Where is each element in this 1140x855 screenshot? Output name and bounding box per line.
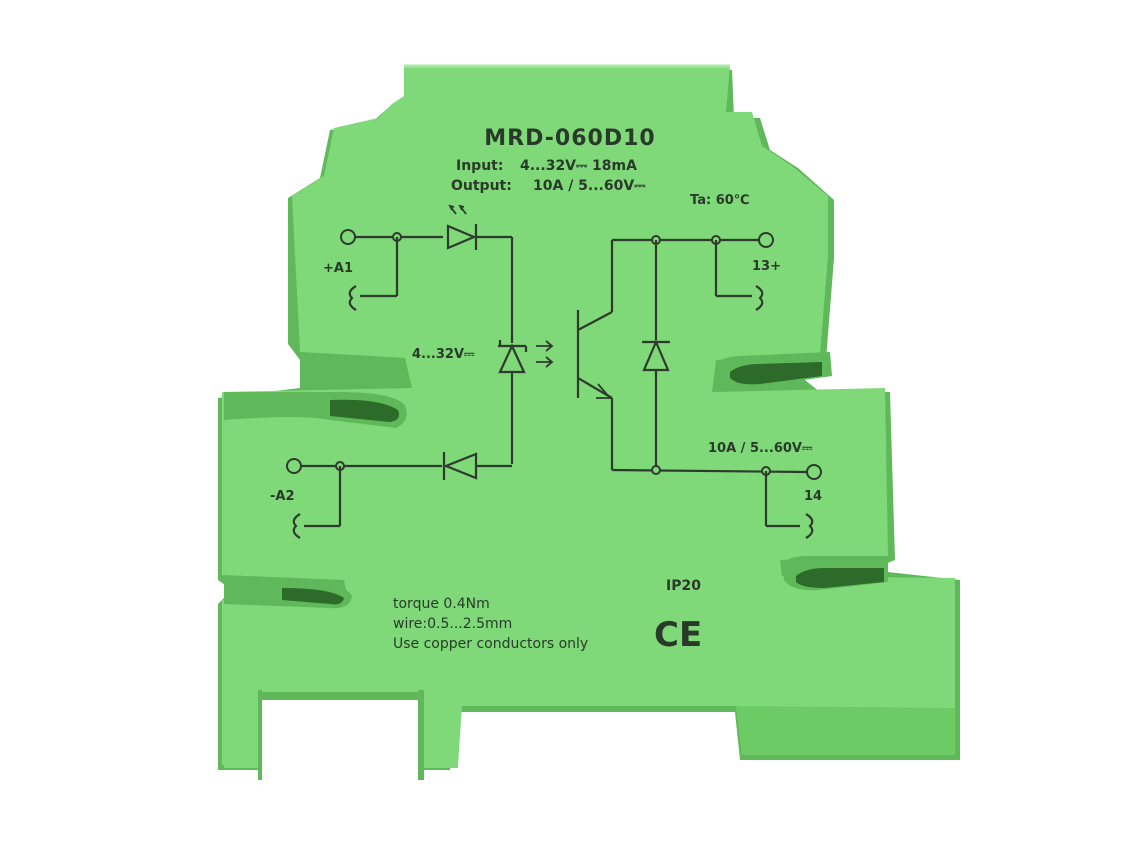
terminal-a1-node (340, 229, 356, 245)
terminal-13-node (758, 232, 774, 248)
clamp-a2-icon (292, 513, 301, 539)
terminal-14-node (806, 464, 822, 480)
output-rating-label: 10A / 5...60V⎓ (708, 441, 813, 456)
ce-mark: CE (654, 615, 702, 655)
optocoupler-light-icon (536, 340, 554, 352)
torque-note: torque 0.4Nm (393, 596, 490, 612)
transistor-icon (576, 310, 614, 470)
output-value: 10A / 5...60V⎓ (533, 178, 646, 194)
left-terminal-slots (224, 392, 407, 609)
model-title: MRD-060D10 (484, 126, 655, 151)
terminal-a1-label: +A1 (323, 261, 353, 276)
ambient-temperature: Ta: 60℃ (690, 193, 750, 208)
terminal-13-label: 13+ (752, 259, 781, 274)
din-rail-clip (224, 690, 458, 780)
led-icon (446, 224, 477, 250)
clamp-13-icon (755, 285, 764, 311)
copper-note: Use copper conductors only (393, 636, 588, 652)
clamp-a1-icon (348, 285, 357, 311)
right-foot (736, 706, 955, 755)
terminal-a2-node (286, 458, 302, 474)
input-circuit: +A1 4...32V⎓ -A2 (270, 204, 554, 539)
input-value: 4...32V⎓ 18mA (520, 158, 637, 174)
wire-note: wire:0.5...2.5mm (393, 616, 512, 632)
output-circuit: 13+ 10A / 5...60V⎓ 14 (576, 232, 822, 539)
terminal-a2-label: -A2 (270, 489, 295, 504)
ip-rating: IP20 (666, 578, 701, 594)
input-voltage-label: 4...32V⎓ (412, 347, 475, 362)
input-label: Input: (456, 158, 503, 174)
output-label: Output: (451, 178, 512, 194)
clamp-14-icon (805, 513, 814, 539)
terminal-14-label: 14 (804, 489, 822, 504)
right-terminal-slots (716, 352, 888, 591)
